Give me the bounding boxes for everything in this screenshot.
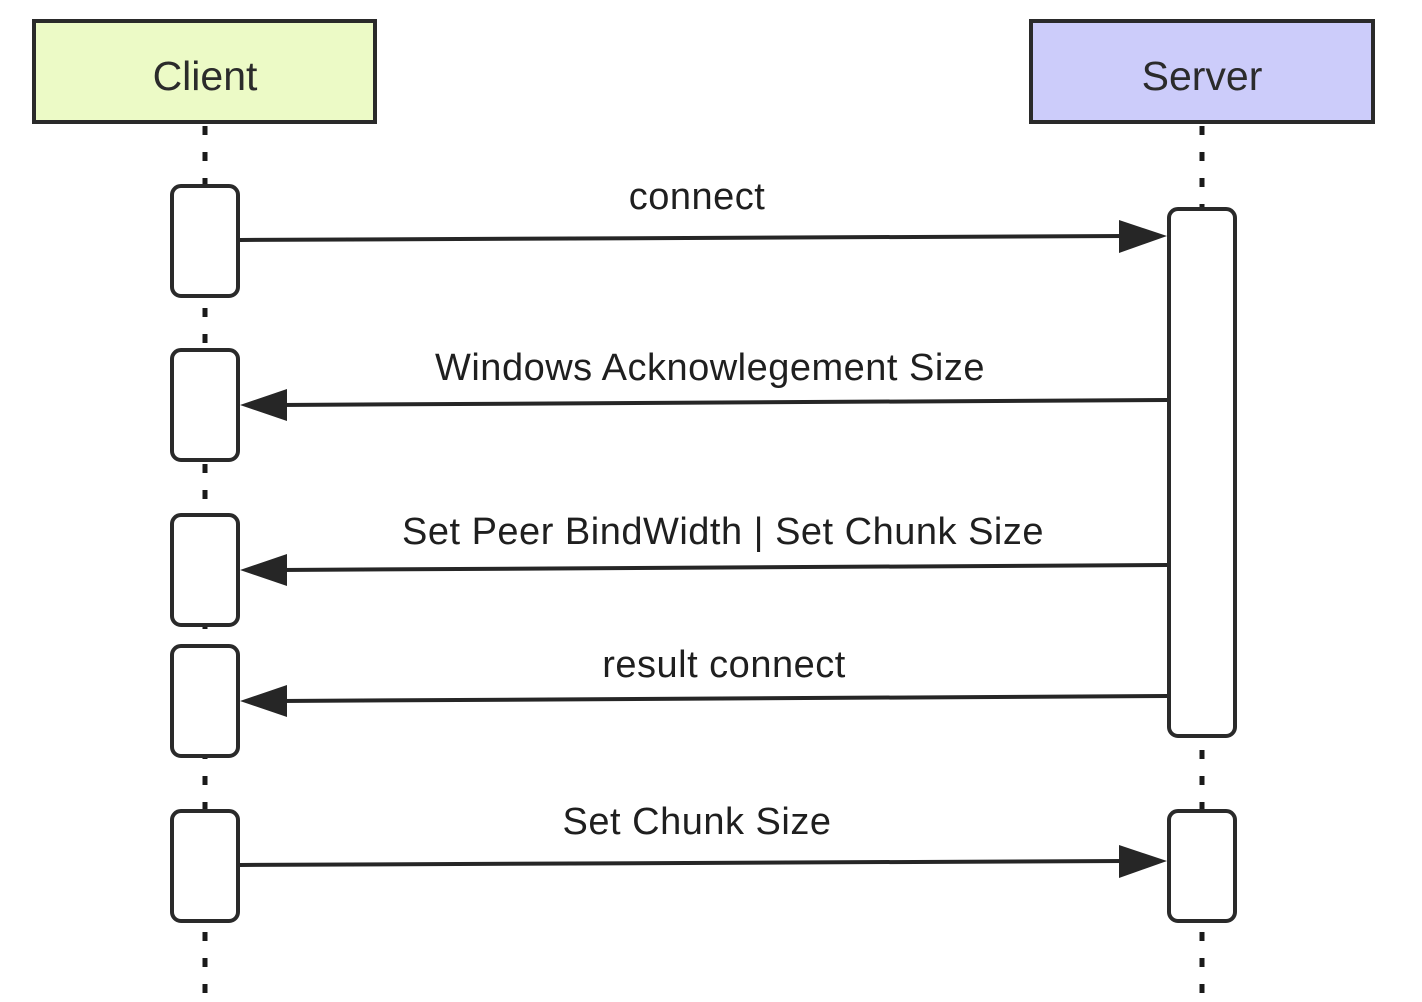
- participant-server-box: [1029, 19, 1375, 124]
- client-activation: [170, 644, 240, 758]
- server-activation: [1167, 809, 1237, 923]
- message-arrow-line: [279, 694, 1168, 703]
- message-label: Set Chunk Size: [563, 801, 832, 843]
- client-activation: [170, 809, 240, 923]
- message-arrow-line: [279, 398, 1168, 407]
- message-arrow-line: [239, 234, 1126, 242]
- arrowhead-left-icon: [240, 685, 287, 717]
- arrowhead-right-icon: [1119, 220, 1167, 253]
- arrowhead-left-icon: [240, 389, 287, 421]
- message-label: Set Peer BindWidth | Set Chunk Size: [402, 511, 1044, 553]
- message-label: Windows Acknowlegement Size: [435, 347, 985, 389]
- message-set-peer-bandwidth: Set Peer BindWidth | Set Chunk Size: [240, 511, 1168, 586]
- message-window-ack-size: Windows Acknowlegement Size: [240, 347, 1168, 421]
- message-connect: connect: [239, 176, 1167, 253]
- participant-client: Client: [32, 19, 377, 124]
- message-arrow-line: [239, 859, 1126, 867]
- participant-server-label: Server: [1142, 53, 1263, 99]
- arrowhead-right-icon: [1119, 845, 1167, 878]
- message-arrow-line: [279, 563, 1168, 572]
- arrowhead-left-icon: [240, 554, 287, 586]
- message-result-connect: result connect: [240, 644, 1168, 717]
- client-activation: [170, 348, 240, 462]
- message-label: connect: [629, 176, 766, 218]
- participant-server: Server: [1029, 19, 1375, 124]
- participant-client-box: [32, 19, 377, 124]
- participant-client-label: Client: [153, 53, 258, 99]
- message-label: result connect: [602, 644, 846, 686]
- client-activation: [170, 513, 240, 627]
- server-activation: [1167, 207, 1237, 738]
- client-activation: [170, 184, 240, 298]
- message-set-chunk-size: Set Chunk Size: [239, 801, 1167, 878]
